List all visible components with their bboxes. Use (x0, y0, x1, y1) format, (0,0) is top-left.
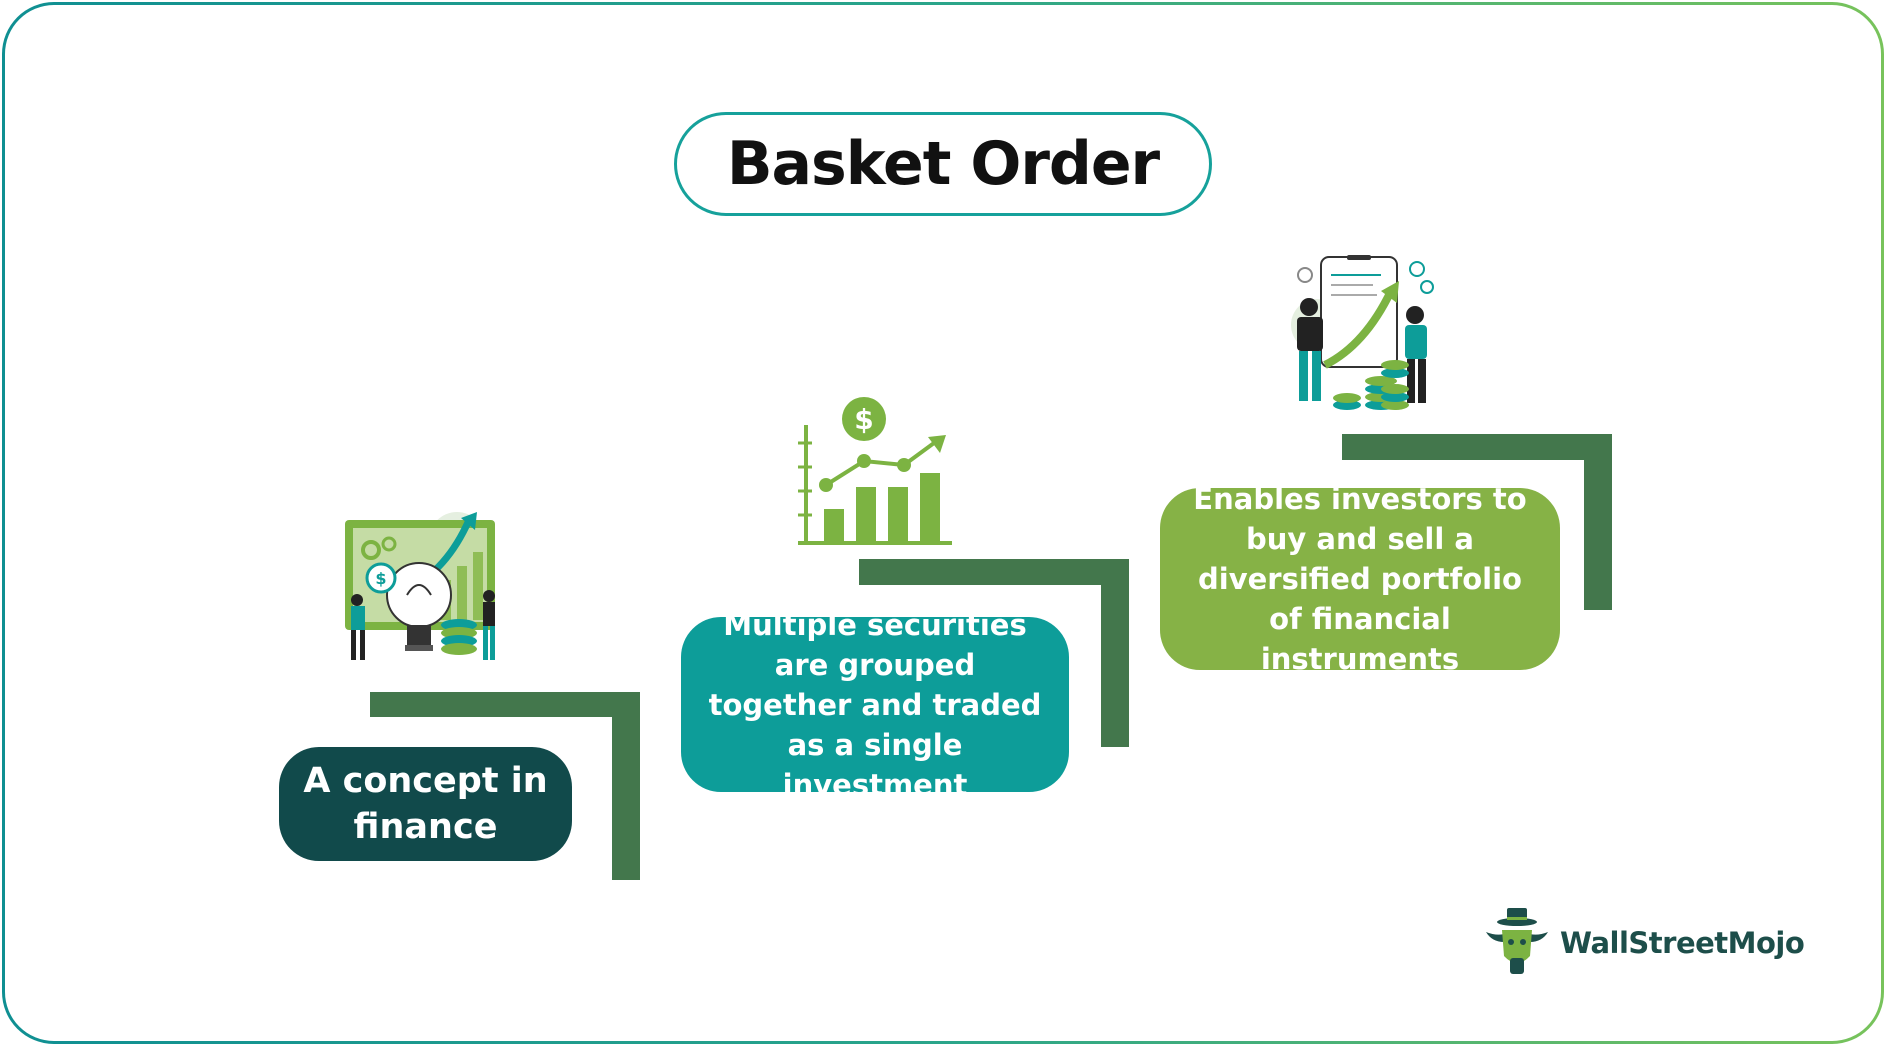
step-2-text: Multiple securities are grouped together… (708, 607, 1042, 802)
svg-text:$: $ (854, 403, 873, 436)
growth-chart-dollar-icon: $ (794, 395, 954, 549)
brand-name: WallStreetMojo (1560, 926, 1805, 960)
svg-text:$: $ (375, 569, 386, 588)
step-2-card: Multiple securities are grouped together… (681, 608, 1069, 802)
step-3-bar (1342, 434, 1612, 610)
bull-mascot-icon (1486, 908, 1548, 974)
step-1-bar (370, 692, 640, 880)
step-3-text: Enables investors to buy and sell a dive… (1193, 482, 1527, 676)
step-1-card: A concept in finance (279, 747, 572, 861)
step-3-card: Enables investors to buy and sell a dive… (1160, 482, 1560, 676)
page-title: Basket Order (726, 129, 1160, 199)
step-2-bar (859, 559, 1129, 747)
investors-portfolio-illustration (1285, 255, 1445, 419)
brand-logo: WallStreetMojo (1482, 908, 1805, 978)
title-pill: Basket Order (674, 112, 1212, 216)
lightbulb-finance-illustration: $ (337, 500, 507, 674)
step-1-text: A concept in finance (303, 761, 548, 847)
